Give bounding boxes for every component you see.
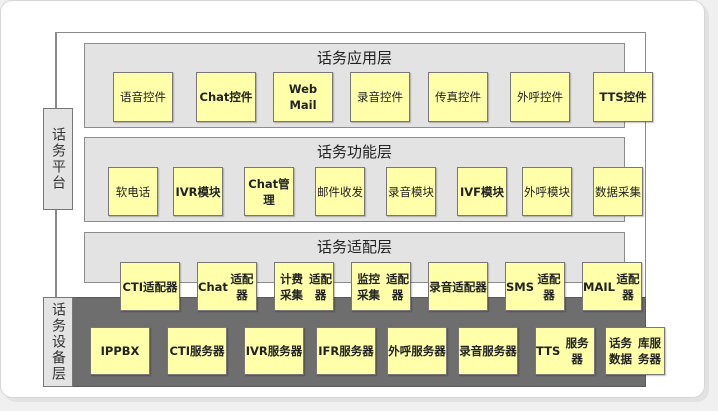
- device-server-box-line1: 外呼: [388, 344, 412, 358]
- device-server-box-line2: 服务器: [565, 336, 589, 366]
- device-server-box-line2: 服务器: [411, 344, 446, 358]
- adapter-box-line2: 适配器: [452, 279, 487, 294]
- device-server-box-line1: IFR: [318, 344, 340, 358]
- connector-line: [56, 32, 57, 108]
- adapter-box-line1: 录音: [429, 279, 453, 294]
- app-control-box-label: 传真控件: [435, 90, 481, 104]
- adapter-box: 计费采集适配器: [274, 262, 334, 311]
- device-server-box-line1: CTI: [169, 344, 191, 358]
- device-server-box-line2: 服务器: [339, 344, 374, 358]
- function-module-box-label: IVF模块: [459, 184, 505, 199]
- device-server-box-line2: 服务器: [482, 344, 517, 358]
- adapter-box-line2: 适配器: [616, 271, 640, 302]
- app-control-box: TTS控件: [593, 72, 653, 122]
- function-module-box: Chat管理: [244, 167, 294, 216]
- function-module-box-label: 数据采集: [595, 184, 641, 199]
- app-control-box-label: Web Mail: [288, 82, 318, 112]
- adapter-box: 录音适配器: [428, 262, 488, 311]
- device-server-box-line1: 录音: [459, 344, 483, 358]
- device-server-box-line2: 服务器: [190, 344, 225, 358]
- device-server-box: 录音服务器: [458, 327, 518, 375]
- adapter-box-line2: 适配器: [230, 271, 254, 302]
- function-layer-title: 话务功能层: [316, 143, 392, 161]
- adapter-box-line1: 计费采集: [280, 271, 304, 302]
- app-control-box-label: TTS控件: [599, 90, 647, 104]
- function-module-box: 数据采集: [593, 167, 643, 216]
- function-module-box: IVR模块: [173, 167, 223, 216]
- app-control-box-label: 外呼控件: [517, 90, 563, 104]
- adapter-box-line1: CTI: [122, 279, 144, 294]
- device-server-box: 外呼服务器: [387, 327, 447, 375]
- platform-label: 话务平台: [43, 108, 73, 210]
- function-module-box: 外呼模块: [522, 167, 572, 216]
- device-server-box-line1: IVR: [245, 344, 268, 358]
- function-module-box: 软电话: [108, 167, 158, 216]
- app-control-box-label: Chat控件: [199, 90, 253, 104]
- connector-line: [56, 208, 57, 297]
- adapter-box: 监控采集适配器: [351, 262, 411, 311]
- function-module-box-label: 外呼模块: [524, 184, 570, 199]
- adapter-box-line1: 监控采集: [357, 271, 381, 302]
- app-layer-title: 话务应用层: [316, 49, 392, 67]
- device-server-box-line2: PBX: [113, 344, 140, 358]
- device-server-box: TTS 服务器: [535, 327, 595, 375]
- app-control-box-label: 录音控件: [357, 90, 403, 104]
- device-server-box-line2: 服务器: [267, 344, 303, 358]
- adapter-layer-title: 话务适配层: [316, 238, 392, 256]
- adapter-box-line2: 适配器: [143, 279, 178, 294]
- app-control-box-label: 语音控件: [120, 90, 166, 104]
- device-server-box-line2: 库服务器: [638, 336, 661, 366]
- adapter-box-line1: SMS: [506, 279, 535, 294]
- function-module-box-label: 软电话: [115, 184, 151, 199]
- app-control-box: 传真控件: [428, 72, 488, 122]
- app-control-box: 录音控件: [350, 72, 410, 122]
- app-control-box: Chat控件: [196, 72, 256, 122]
- adapter-box-line2: 适配器: [309, 271, 333, 302]
- adapter-box-line2: 适配器: [537, 271, 561, 302]
- device-server-box-line1: TTS: [536, 344, 561, 358]
- adapter-box-line2: 适配器: [386, 271, 410, 302]
- function-module-box: 录音模块: [386, 167, 436, 216]
- device-layer-label: 话务设备层: [43, 297, 73, 387]
- app-control-box: 语音控件: [113, 72, 173, 122]
- device-server-box: 话务数据库服务器: [605, 327, 665, 375]
- app-control-box: Web Mail: [273, 72, 333, 122]
- function-module-box-label: IVR模块: [175, 184, 221, 199]
- function-module-box: 邮件收发: [315, 167, 365, 216]
- function-module-box: IVF模块: [457, 167, 507, 216]
- function-module-box-label: 录音模块: [388, 184, 434, 199]
- function-module-box-label: Chat管理: [248, 176, 290, 207]
- device-server-box-line1: IP: [100, 344, 114, 358]
- adapter-box-line1: MAIL: [583, 279, 615, 294]
- device-server-box-line1: 话务数据: [609, 336, 632, 366]
- app-control-box: 外呼控件: [510, 72, 570, 122]
- function-module-box-label: 邮件收发: [317, 184, 363, 199]
- adapter-box-line1: Chat: [198, 279, 228, 294]
